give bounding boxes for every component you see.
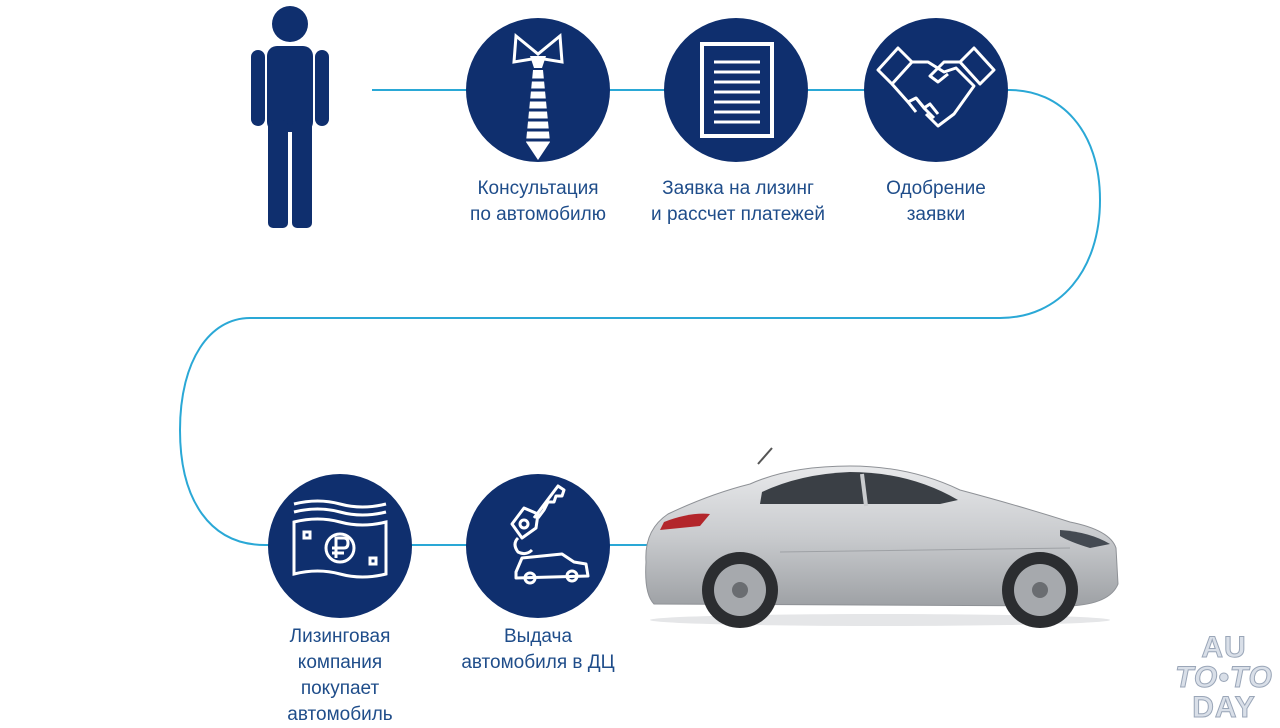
step-approval-label-line-2: заявки xyxy=(906,204,966,225)
step-approval-label-line-1: Одобрение xyxy=(886,178,986,199)
step-purchase-label-line-4: автомобиль xyxy=(287,704,393,725)
step-application-label-line-1: Заявка на лизинг xyxy=(662,178,814,199)
handshake-icon xyxy=(876,46,996,128)
watermark-line-2: TO•TO xyxy=(1175,661,1273,694)
step-consult-label-line-1: Консультация xyxy=(477,178,599,199)
step-application-label-line-2: и рассчет платежей xyxy=(651,204,825,225)
step-application-label: Заявка на лизинг и рассчет платежей xyxy=(620,176,856,228)
tie-icon xyxy=(512,33,564,160)
autotoday-watermark-logo: AU TO•TO DAY xyxy=(1174,631,1274,724)
step-approval-label: Одобрение заявки xyxy=(836,176,1036,228)
step-consult-label: Консультация по автомобилю xyxy=(428,176,648,228)
watermark-line-1: AU xyxy=(1201,631,1247,664)
step-consult-circle xyxy=(466,18,610,162)
step-approval-circle xyxy=(864,18,1008,162)
step-purchase-label-line-1: Лизинговая xyxy=(289,626,391,647)
silver-sedan-image xyxy=(645,447,1119,628)
step-purchase-label-line-3: покупает xyxy=(300,678,380,699)
person-icon xyxy=(251,6,329,228)
step-consult-label-line-2: по автомобилю xyxy=(470,204,606,225)
step-purchase-label: Лизинговая компания покупает автомобиль xyxy=(250,624,430,728)
step-delivery-circle xyxy=(466,474,610,618)
step-delivery-label-line-2: автомобиля в ДЦ xyxy=(461,652,615,673)
watermark-line-3: DAY xyxy=(1192,691,1256,724)
step-application-circle xyxy=(664,18,808,162)
step-purchase-circle xyxy=(268,474,412,618)
step-purchase-label-line-2: компания xyxy=(297,652,383,673)
document-icon xyxy=(700,42,774,138)
step-delivery-label-line-1: Выдача xyxy=(503,626,573,647)
ruble-banknote-icon xyxy=(292,499,388,579)
car-key-icon xyxy=(510,484,590,585)
step-delivery-label: Выдача автомобиля в ДЦ xyxy=(432,624,644,676)
